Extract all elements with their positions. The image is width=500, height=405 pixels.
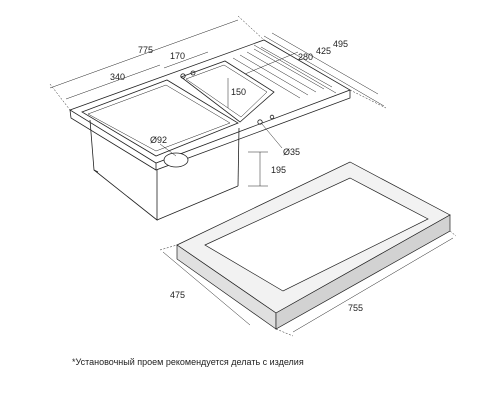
- dim-195: 195: [271, 165, 286, 175]
- mixer-hole-1: [180, 73, 186, 79]
- dim-35: Ø35: [283, 147, 300, 157]
- dim-280: 280: [298, 52, 313, 62]
- mixer-hole-2: [190, 70, 196, 76]
- dim-775: 775: [138, 45, 153, 55]
- cutout-dimension-lines: [159, 230, 457, 337]
- sink-drawing: [69, 39, 351, 221]
- dim-475: 475: [170, 290, 185, 300]
- overflow-hole: [269, 114, 275, 120]
- dim-495: 495: [333, 39, 348, 49]
- dim-170: 170: [170, 51, 185, 61]
- cutout-opening: [204, 177, 429, 292]
- large-bowl-body: [89, 119, 158, 221]
- dim-150: 150: [231, 87, 246, 97]
- sink-dimension-lines: [49, 15, 387, 187]
- small-bowl: [180, 60, 275, 123]
- dim-340: 340: [110, 72, 125, 82]
- footnote-text: *Установочный проем рекомендуется делать…: [72, 357, 304, 367]
- dim-92: Ø92: [150, 135, 167, 145]
- small-drain-hole: [257, 119, 263, 125]
- large-bowl: [81, 79, 239, 157]
- drainboard-grooves: [232, 46, 333, 99]
- large-drain-hole: [163, 152, 189, 168]
- dim-425: 425: [316, 46, 331, 56]
- dim-755: 755: [348, 303, 363, 313]
- cutout-frame: [176, 161, 451, 330]
